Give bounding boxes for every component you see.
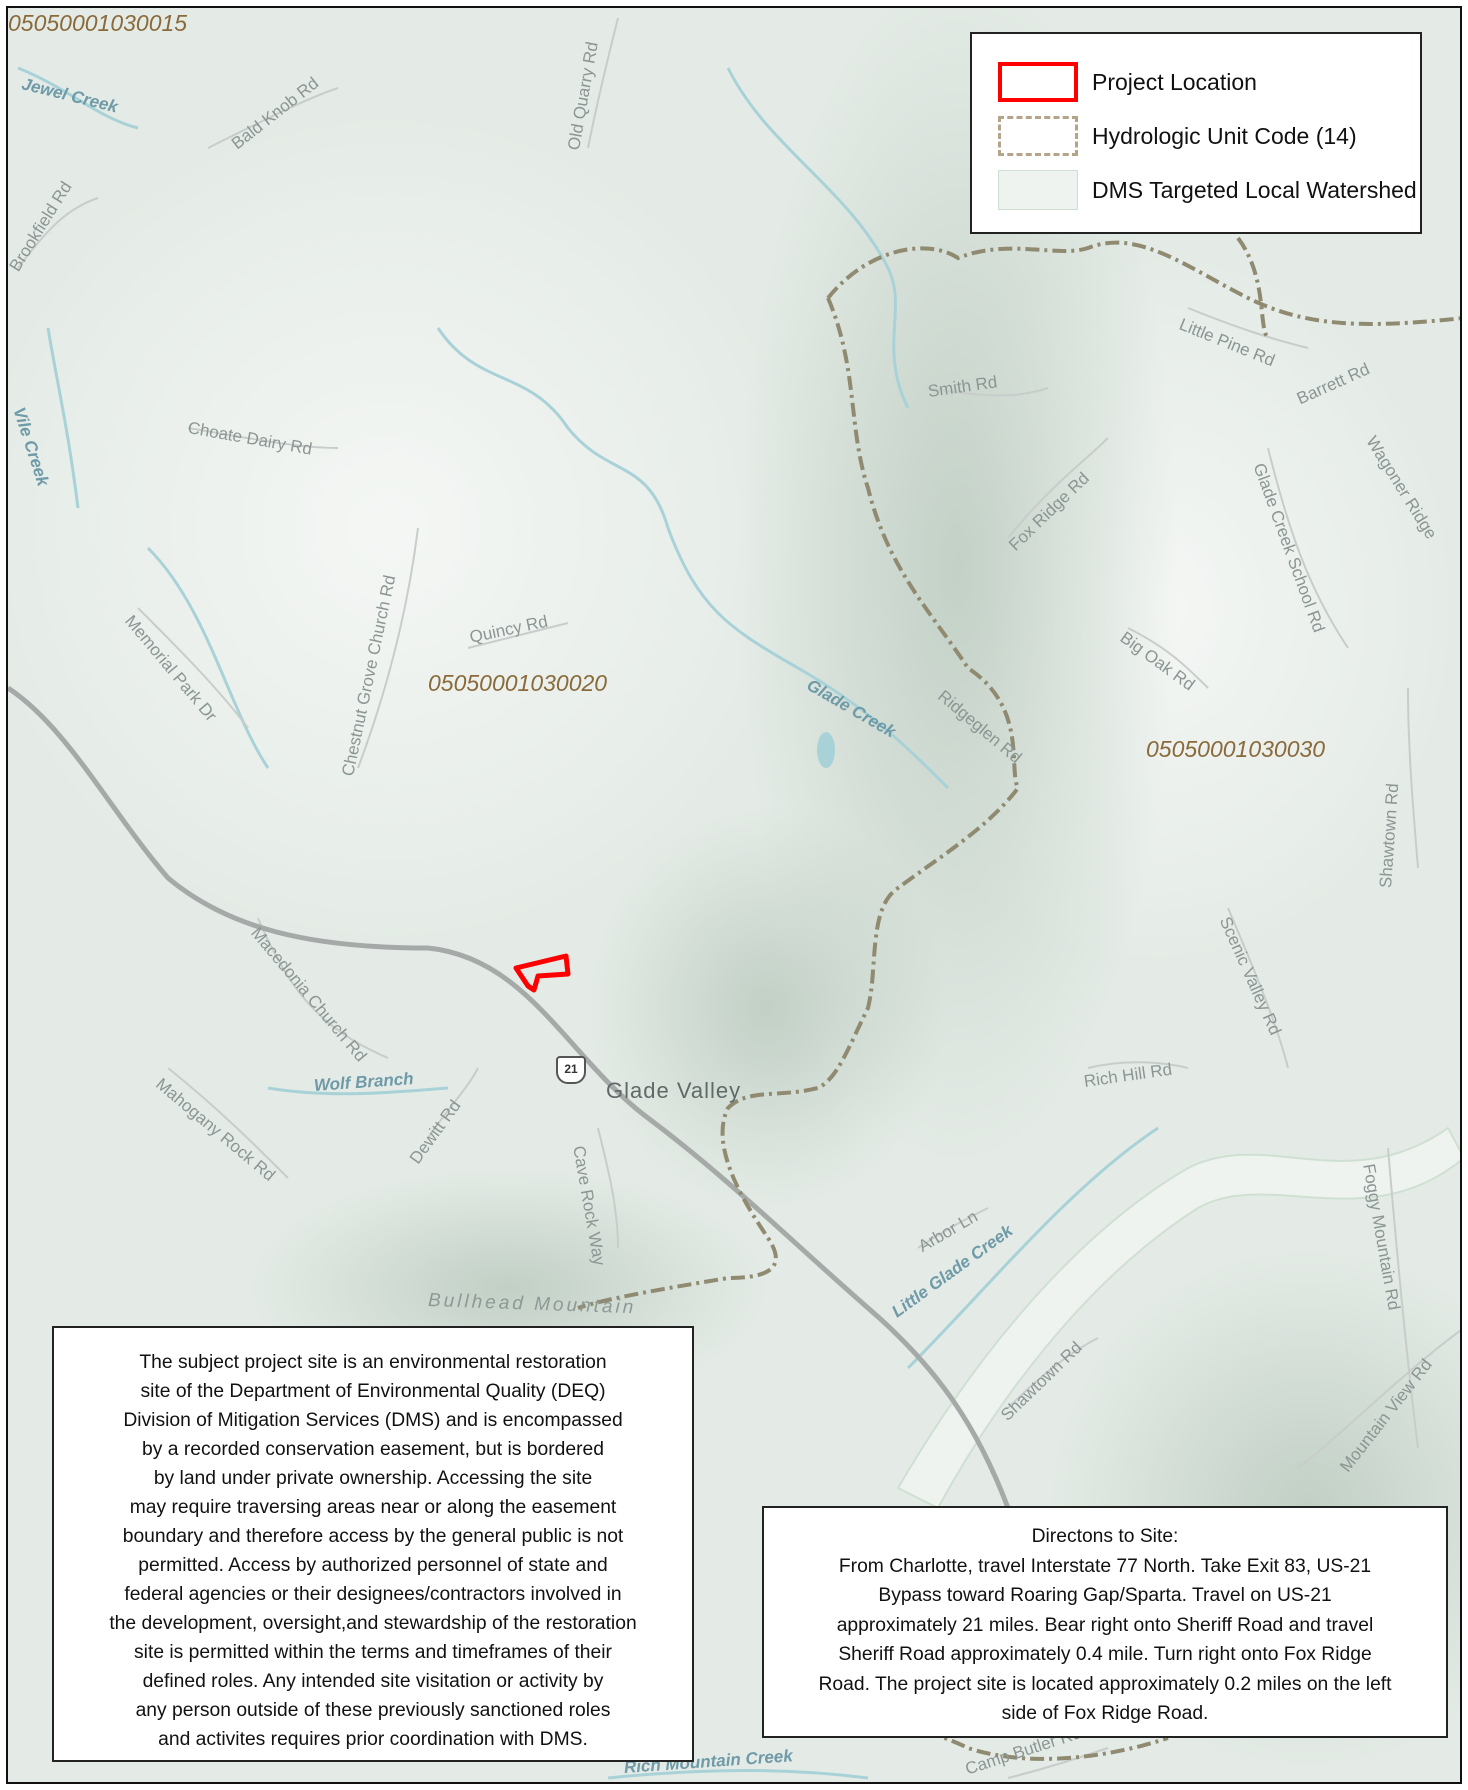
huc-label-015: 05050001030015 [8,10,188,36]
huc-boundary-ne [1236,236,1270,340]
map-frame: 05050001030015 05050001030020 0505000103… [6,6,1462,1784]
wolf-branch-line [267,1086,449,1096]
rich-mountain-creek-line [607,1769,869,1780]
directions-line: From Charlotte, travel Interstate 77 Nor… [838,1555,1372,1577]
access-notice-box: The subject project site is an environme… [52,1326,694,1762]
notice-line: boundary and therefore access by the gen… [122,1526,624,1547]
local-roads [17,17,1460,1779]
legend-swatch-project-location [998,62,1078,102]
legend-label-local-watershed: DMS Targeted Local Watershed [1092,176,1417,203]
huc-label-030: 05050001030030 [1146,736,1326,762]
glade-creek-line [436,327,950,790]
directions-line: Sheriff Road approximately 0.4 mile. Tur… [838,1644,1372,1665]
legend-swatch-local-watershed [998,170,1078,210]
us-21-highway [8,685,1011,1509]
memorial-stream-line [146,546,270,769]
notice-line: any person outside of these previously s… [135,1700,611,1721]
legend-item-project-location: Project Location [998,60,1257,104]
legend-item-local-watershed: DMS Targeted Local Watershed [998,168,1417,212]
jewel-creek-line [17,66,139,130]
us-21-shield: 21 [556,1056,586,1084]
north-stream-line [726,67,910,409]
notice-line: the development, oversight,and stewardsh… [109,1613,637,1634]
notice-line: Division of Mitigation Services (DMS) an… [123,1410,623,1431]
notice-line: by a recorded conservation easement, but… [142,1439,604,1460]
notice-line: federal agencies or their designees/cont… [124,1584,622,1605]
local-watershed-area [896,1126,1460,1510]
notice-line: and activites requires prior coordinatio… [158,1729,588,1750]
vile-creek-line [46,327,80,509]
huc-boundary-north [826,240,1460,326]
terrain-ridge-south [588,808,948,1208]
little-glade-creek-line [906,1126,1159,1370]
directions-line: Road. The project site is located approx… [818,1673,1392,1695]
legend-swatch-huc [998,116,1078,156]
huc-boundaries [577,236,1460,1761]
notice-line: may require traversing areas near or alo… [129,1497,617,1518]
project-location-polygon[interactable] [513,953,571,993]
label-glade-valley: Glade Valley [606,1078,742,1103]
streams [17,66,1159,1780]
notice-line: The subject project site is an environme… [139,1352,607,1373]
legend-item-huc: Hydrologic Unit Code (14) [998,114,1357,158]
huc-boundary-south [826,1686,1169,1761]
notice-line: by land under private ownership. Accessi… [153,1468,593,1489]
notice-line: site of the Department of Environmental … [140,1381,606,1402]
directions-line: approximately 21 miles. Bear right onto … [836,1614,1374,1636]
huc-boundary-central [577,297,1021,1310]
legend-label-project-location: Project Location [1092,68,1257,95]
legend-label-huc: Hydrologic Unit Code (14) [1092,122,1357,149]
notice-line: site is permitted within the terms and t… [134,1642,612,1663]
directions-box: Directons to Site: From Charlotte, trave… [762,1506,1448,1738]
pond [817,732,835,768]
notice-line: permitted. Access by authorized personne… [138,1555,608,1576]
directions-line: Bypass toward Roaring Gap/Sparta. Travel… [878,1585,1332,1606]
terrain-light-west [8,108,808,948]
notice-line: defined roles. Any intended site visitat… [142,1671,604,1692]
directions-line: side of Fox Ridge Road. [1001,1703,1209,1724]
huc-label-020: 05050001030020 [428,670,608,696]
map-legend: Project Location Hydrologic Unit Code (1… [970,32,1422,234]
directions-title: Directons to Site: [1031,1526,1179,1547]
